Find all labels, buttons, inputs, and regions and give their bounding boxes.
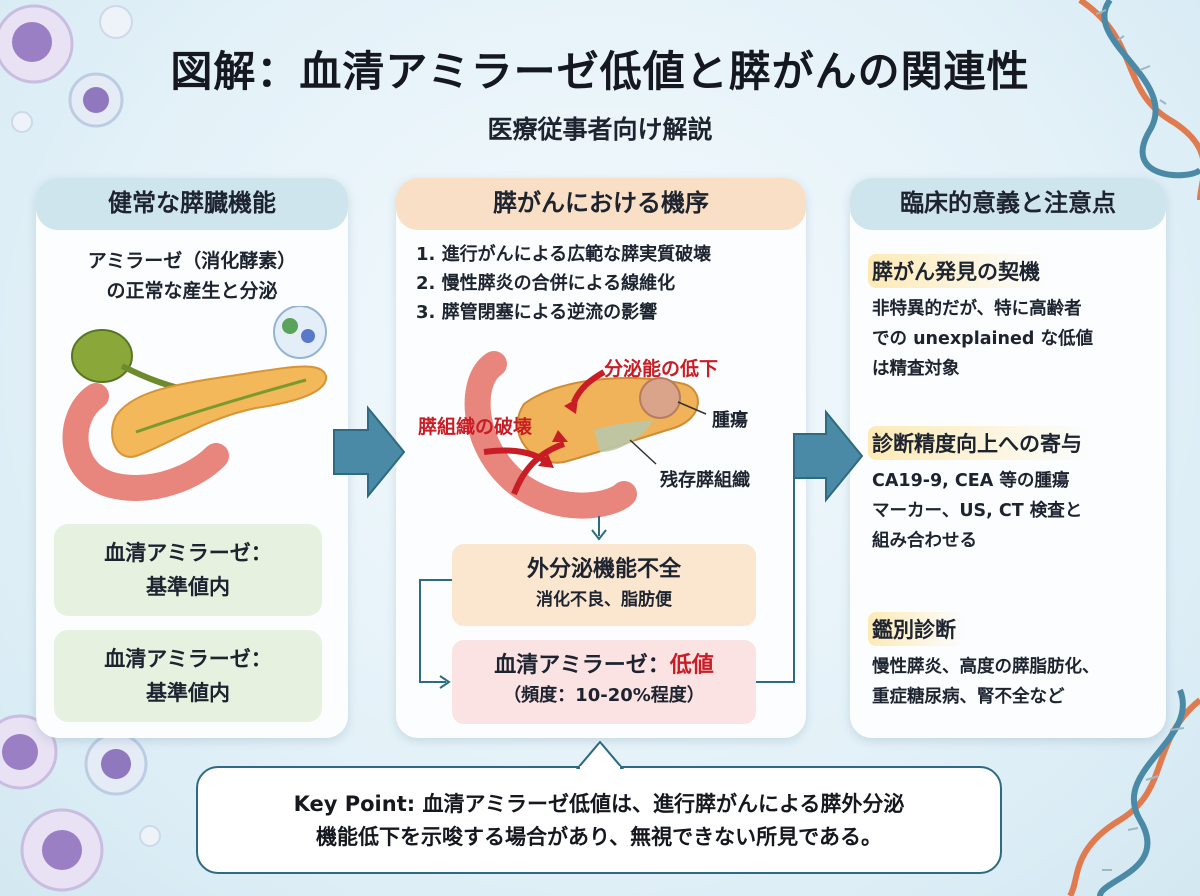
right-section-line: CA19-9, CEA 等の腫瘍 — [872, 471, 1070, 491]
duodenum-icon — [464, 351, 637, 519]
cell-icon-bottom-left — [0, 714, 161, 892]
right-section-body-accuracy: CA19-9, CEA 等の腫瘍 マーカー、US, CT 検査と 組み合わせる — [872, 466, 1160, 556]
right-section-line: 重症糖尿病、腎不全など — [872, 687, 1065, 707]
right-section-title-discovery: 膵がん発見の契機 — [868, 254, 1048, 288]
mechanism-item: 3. 膵管閉塞による逆流の影響 — [416, 302, 658, 323]
connector-line-serum-to-right — [756, 478, 795, 683]
serum-amylase-low-value: 低値 — [669, 653, 714, 678]
mechanism-list: 1. 進行がんによる広範な膵実質破壊 2. 慢性膵炎の合併による線維化 3. 膵… — [416, 240, 796, 327]
right-section-body-discovery: 非特異的だが、特に高齢者 での unexplained な低値 は精査対象 — [872, 294, 1160, 384]
amylase-enzyme-icon — [273, 306, 327, 359]
arrow-right-icon-left-to-center — [333, 405, 406, 499]
serum-amylase-normal-value-2: 基準値内 — [146, 681, 230, 705]
serum-amylase-low-box: 血清アミラーゼ：低値 （頻度：10-20%程度） — [452, 640, 756, 724]
exocrine-insufficiency-title: 外分泌機能不全 — [526, 557, 681, 582]
serum-amylase-normal-value-1: 基準値内 — [146, 575, 230, 599]
keypoint-pointer-cover — [576, 744, 624, 774]
tumor-label: 腫瘍 — [712, 410, 748, 431]
page-title: 図解：血清アミラーゼ低値と膵がんの関連性 — [170, 47, 1030, 96]
arrow-right-icon-center-to-right — [793, 409, 864, 503]
tissue-destruction-label: 膵組織の破壊 — [418, 416, 533, 438]
center-flow-connectors — [419, 516, 607, 689]
amylase-description-line1: アミラーゼ（消化酵素） — [87, 250, 297, 272]
right-section-title-differential: 鑑別診断 — [868, 612, 964, 646]
right-panel-header: 臨床的意義と注意点 — [850, 178, 1166, 230]
page-subtitle: 医療従事者向け解説 — [487, 115, 713, 144]
dna-helix-icon-bottom-right — [1067, 688, 1200, 896]
exocrine-insufficiency-symptoms: 消化不良、脂肪便 — [536, 590, 672, 610]
amylase-description-line2: の正常な産生と分泌 — [106, 280, 278, 302]
amylase-description: アミラーゼ（消化酵素） の正常な産生と分泌 — [44, 246, 340, 306]
center-panel-header: 膵がんにおける機序 — [396, 178, 806, 230]
right-section-line: マーカー、US, CT 検査と — [872, 501, 1083, 521]
residual-tissue-label: 残存膵組織 — [660, 470, 750, 491]
key-point-line1: Key Point: 血清アミラーゼ低値は、進行膵がんによる膵外分泌 — [293, 792, 905, 816]
dna-helix-icon-top-right — [1078, 0, 1200, 200]
key-point-box: Key Point: 血清アミラーゼ低値は、進行膵がんによる膵外分泌 機能低下を… — [196, 766, 1002, 874]
pancreas-icon — [111, 365, 328, 458]
mechanism-item: 2. 慢性膵炎の合併による線維化 — [416, 273, 676, 294]
right-section-line: 慢性膵炎、高度の膵脂肪化、 — [872, 657, 1100, 677]
exocrine-insufficiency-box: 外分泌機能不全 消化不良、脂肪便 — [452, 544, 756, 626]
right-section-body-differential: 慢性膵炎、高度の膵脂肪化、 重症糖尿病、腎不全など — [872, 652, 1160, 712]
key-point-line2: 機能低下を示唆する場合があり、無視できない所見である。 — [316, 825, 882, 849]
tumor-icon — [639, 377, 707, 419]
red-arrow-icons — [483, 369, 606, 496]
healthy-pancreas-illustration — [62, 306, 328, 501]
down-arrow-icon — [591, 516, 607, 541]
right-section-line: は精査対象 — [872, 359, 960, 379]
secretion-decline-label: 分泌能の低下 — [604, 358, 719, 380]
serum-amylase-low-prefix: 血清アミラーゼ： — [494, 653, 670, 678]
left-panel-header: 健常な膵臓機能 — [36, 178, 348, 230]
serum-amylase-low-frequency: （頻度：10-20%程度） — [503, 685, 705, 706]
mechanism-item: 1. 進行がんによる広範な膵実質破壊 — [416, 244, 712, 265]
serum-amylase-low-line: 血清アミラーゼ：低値 — [452, 650, 756, 682]
right-section-title-accuracy: 診断精度向上への寄与 — [868, 426, 1090, 460]
serum-amylase-normal-box-1: 血清アミラーゼ： 基準値内 — [54, 524, 322, 616]
serum-amylase-normal-box-2: 血清アミラーゼ： 基準値内 — [54, 630, 322, 722]
cancer-pancreas-illustration — [464, 351, 707, 519]
loop-arrow-icon — [419, 579, 452, 689]
duodenum-icon — [62, 383, 229, 501]
right-section-line: での unexplained な低値 — [872, 329, 1093, 349]
serum-amylase-normal-label-1: 血清アミラーゼ： — [104, 541, 272, 565]
right-section-line: 組み合わせる — [872, 531, 977, 551]
serum-amylase-normal-label-2: 血清アミラーゼ： — [104, 647, 272, 671]
right-section-line: 非特異的だが、特に高齢者 — [872, 299, 1082, 319]
cell-icon-top-left — [0, 4, 133, 133]
